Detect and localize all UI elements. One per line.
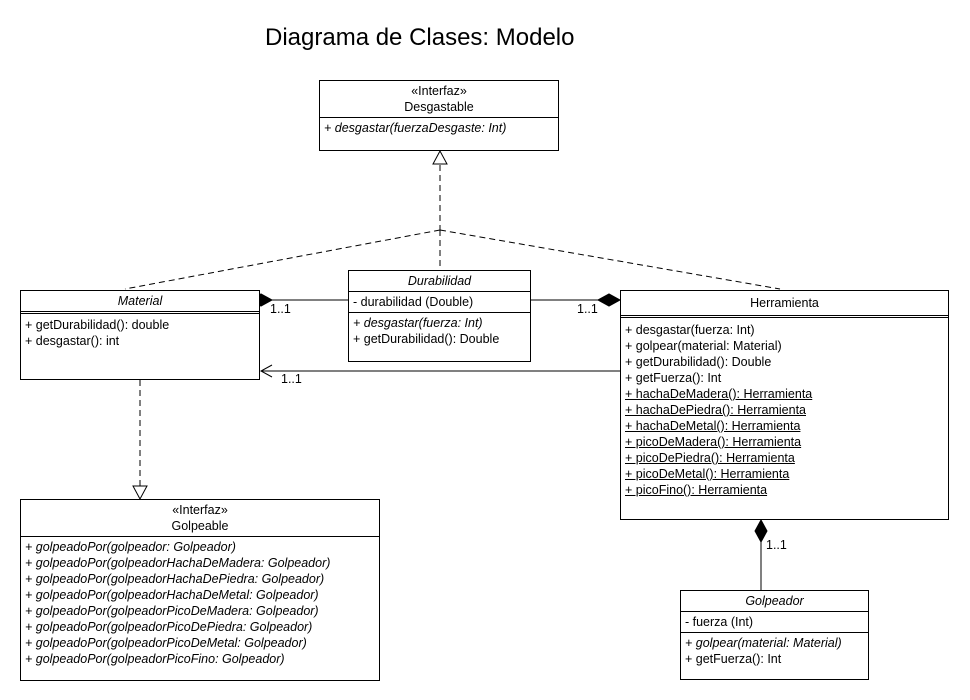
class-name-herramienta: Herramienta [621,291,948,318]
class-name-golpeable: Golpeable [171,519,229,533]
method-golpeado-por: + golpeadoPor(golpeadorHachaDeMadera: Go… [25,556,331,570]
composition-diamond-herramienta [596,293,622,307]
method-golpear: + golpear(material: Material) [625,339,782,353]
method-golpear: + golpear(material: Material) [685,636,842,650]
method-golpeado-por: + golpeadoPor(golpeadorPicoFino: Golpead… [25,652,285,666]
method-get-fuerza: + getFuerza(): Int [685,652,782,666]
class-name-material: Material [21,291,259,314]
realization-arrowhead-desgastable [432,149,448,165]
stereotype-desgastable: «Interfaz» [411,84,467,98]
method-desgastar: + desgastar(fuerzaDesgaste: Int) [324,121,507,135]
stereotype-golpeable: «Interfaz» [172,503,228,517]
multiplicity-herramienta-material: 1..1 [281,372,302,386]
class-name-durabilidad: Durabilidad [349,271,530,292]
method-golpeado-por: + golpeadoPor(golpeadorPicoDeMetal: Golp… [25,636,307,650]
attribute-fuerza: - fuerza (Int) [685,615,754,629]
realization-from-herramienta [439,229,781,290]
method-pico-de-madera: + picoDeMadera(): Herramienta [625,435,802,449]
method-desgastar: + desgastar(): int [25,334,120,348]
class-desgastable[interactable]: «Interfaz» Desgastable + desgastar(fuerz… [319,80,559,151]
class-material[interactable]: Material + getDurabilidad(): double + de… [20,290,260,380]
multiplicity-herramienta-durabilidad: 1..1 [577,302,598,316]
multiplicity-material-durabilidad: 1..1 [270,302,291,316]
association-arrowhead-material [259,364,273,378]
method-hacha-de-madera: + hachaDeMadera(): Herramienta [625,387,813,401]
method-pico-de-piedra: + picoDePiedra(): Herramienta [625,451,795,465]
method-pico-fino: + picoFino(): Herramienta [625,483,768,497]
class-durabilidad[interactable]: Durabilidad - durabilidad (Double) + des… [348,270,531,362]
method-golpeado-por: + golpeadoPor(golpeadorPicoDeMadera: Gol… [25,604,319,618]
method-get-durabilidad: + getDurabilidad(): Double [353,332,500,346]
method-get-durabilidad: + getDurabilidad(): Double [625,355,772,369]
method-hacha-de-metal: + hachaDeMetal(): Herramienta [625,419,801,433]
method-golpeado-por: + golpeadoPor(golpeador: Golpeador) [25,540,236,554]
class-name-golpeador: Golpeador [681,591,868,612]
diagram-title: Diagrama de Clases: Modelo [265,24,575,51]
method-golpeado-por: + golpeadoPor(golpeadorHachaDePiedra: Go… [25,572,325,586]
class-herramienta[interactable]: Herramienta + desgastar(fuerza: Int) + g… [620,290,949,520]
multiplicity-herramienta-golpeador: 1..1 [766,538,787,552]
realization-from-material [124,229,441,290]
realization-desgastable [124,165,781,290]
method-pico-de-metal: + picoDeMetal(): Herramienta [625,467,790,481]
method-desgastar: + desgastar(fuerza: Int) [353,316,483,330]
attribute-durabilidad: - durabilidad (Double) [353,295,474,309]
method-golpeado-por: + golpeadoPor(golpeadorHachaDeMetal: Gol… [25,588,319,602]
composition-diamond-golpeador [754,518,768,544]
realization-arrowhead-golpeable [132,485,148,501]
class-golpeable[interactable]: «Interfaz» Golpeable + golpeadoPor(golpe… [20,499,380,681]
method-get-durabilidad: + getDurabilidad(): double [25,318,170,332]
method-get-fuerza: + getFuerza(): Int [625,371,722,385]
method-desgastar: + desgastar(fuerza: Int) [625,323,755,337]
class-golpeador[interactable]: Golpeador - fuerza (Int) + golpear(mater… [680,590,869,680]
class-name-desgastable: Desgastable [404,100,474,114]
method-golpeado-por: + golpeadoPor(golpeadorPicoDePiedra: Gol… [25,620,313,634]
method-hacha-de-piedra: + hachaDePiedra(): Herramienta [625,403,806,417]
